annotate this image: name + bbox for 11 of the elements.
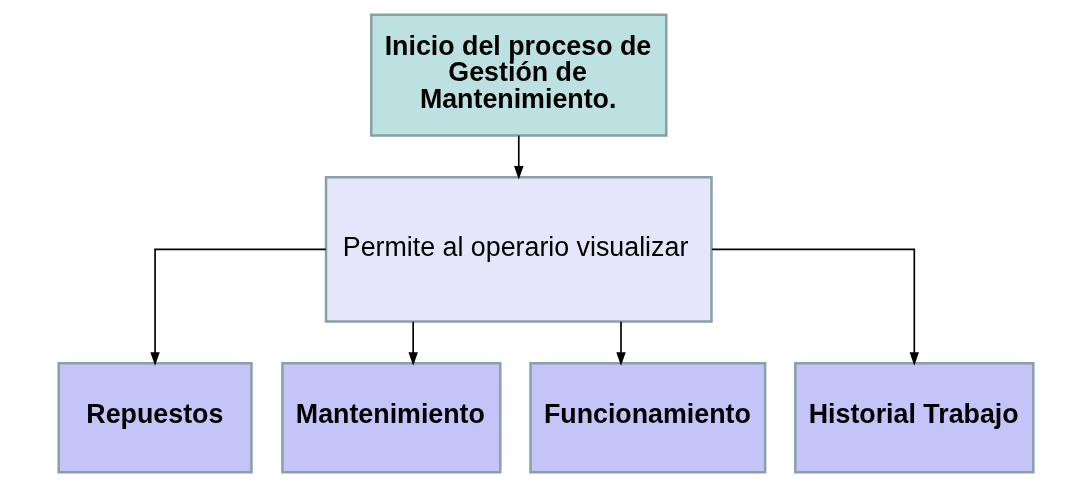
arrow	[514, 134, 524, 180]
node-box: Permite al operario visualizar	[324, 176, 713, 323]
node-box: Inicio del proceso de Gestión de Mantenimiento.	[370, 13, 668, 137]
arrow	[150, 248, 327, 366]
node-box: Repuestos	[57, 362, 253, 474]
node-box: Historial Trabajo	[794, 362, 1035, 474]
node-box: Mantenimiento	[281, 362, 502, 474]
arrow	[711, 248, 919, 366]
arrow	[616, 320, 626, 366]
node-box: Funcionamiento	[529, 362, 767, 474]
arrow	[408, 320, 418, 366]
